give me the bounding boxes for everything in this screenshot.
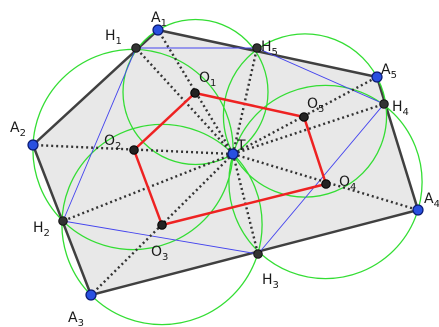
- point-h2: [58, 216, 68, 226]
- label-subscript: 1: [116, 36, 122, 47]
- label-letter: H: [261, 39, 272, 55]
- label-letter: A: [424, 191, 434, 207]
- label-subscript: 4: [350, 182, 356, 193]
- dotted-line-t-h4: [232, 102, 385, 156]
- label-subscript: 3: [78, 318, 84, 327]
- point-o3: [157, 220, 167, 230]
- label-subscript: 4: [403, 107, 409, 118]
- label-letter: H: [33, 220, 44, 236]
- foot-polygon-layer: [62, 47, 385, 255]
- label-subscript: 3: [162, 252, 168, 263]
- circle-o1: [122, 18, 269, 166]
- label-letter: O: [199, 70, 210, 86]
- point-a3: [85, 289, 97, 301]
- point-a5: [371, 71, 383, 83]
- label-a1: A1: [151, 10, 167, 29]
- label-h5: H5: [261, 39, 278, 58]
- label-subscript: 1: [161, 18, 167, 29]
- label-letter: T: [236, 138, 246, 154]
- circle-o5: [222, 33, 388, 198]
- point-a2: [27, 139, 39, 151]
- point-a1: [152, 24, 164, 36]
- point-h5: [252, 43, 262, 53]
- label-a2: A2: [10, 120, 26, 139]
- label-subscript: 1: [210, 78, 216, 89]
- point-h1: [131, 43, 141, 53]
- label-letter: A: [151, 10, 161, 26]
- label-subscript: 3: [273, 280, 279, 291]
- label-letter: H: [392, 99, 403, 115]
- label-h1: H1: [105, 28, 122, 47]
- label-o3: O3: [151, 244, 168, 263]
- points-layer: [27, 24, 424, 301]
- dotted-line-t-h1: [135, 47, 234, 155]
- point-t: [227, 148, 239, 160]
- dotted-line-t-h5: [231, 47, 259, 155]
- point-h4: [379, 99, 389, 109]
- label-a4: A4: [424, 191, 439, 210]
- label-h4: H4: [392, 99, 409, 118]
- label-letter: O: [339, 174, 350, 190]
- point-a4: [412, 204, 424, 216]
- foot-pentagon: [62, 47, 385, 255]
- label-letter: A: [68, 310, 78, 326]
- point-o5: [299, 112, 309, 122]
- label-a3: A3: [68, 310, 84, 327]
- label-letter: A: [381, 62, 391, 78]
- circle-o4: [228, 84, 423, 280]
- label-letter: H: [105, 28, 116, 44]
- label-letter: O: [104, 133, 115, 149]
- label-h3: H3: [262, 272, 279, 291]
- point-h3: [253, 249, 263, 259]
- point-o2: [129, 145, 139, 155]
- point-o4: [321, 179, 331, 189]
- label-o5: O5: [307, 96, 324, 115]
- label-a5: A5: [381, 62, 397, 81]
- label-subscript: 5: [318, 104, 324, 115]
- dotted-line-t-a1: [156, 29, 235, 155]
- point-o1: [190, 88, 200, 98]
- label-letter: A: [10, 120, 20, 136]
- label-subscript: 5: [391, 70, 397, 81]
- label-o4: O4: [339, 174, 356, 193]
- label-subscript: 5: [272, 47, 278, 58]
- label-t: T: [236, 138, 246, 154]
- label-o2: O2: [104, 133, 121, 152]
- centers-polygon-layer: [132, 91, 328, 227]
- label-letter: H: [262, 272, 273, 288]
- label-subscript: 2: [20, 128, 26, 139]
- label-letter: O: [151, 244, 162, 260]
- label-h2: H2: [33, 220, 50, 239]
- label-o1: O1: [199, 70, 216, 89]
- label-subscript: 2: [115, 141, 121, 152]
- label-letter: O: [307, 96, 318, 112]
- label-subscript: 2: [44, 228, 50, 239]
- label-subscript: 4: [434, 199, 439, 210]
- centers-pentagon: [132, 91, 328, 227]
